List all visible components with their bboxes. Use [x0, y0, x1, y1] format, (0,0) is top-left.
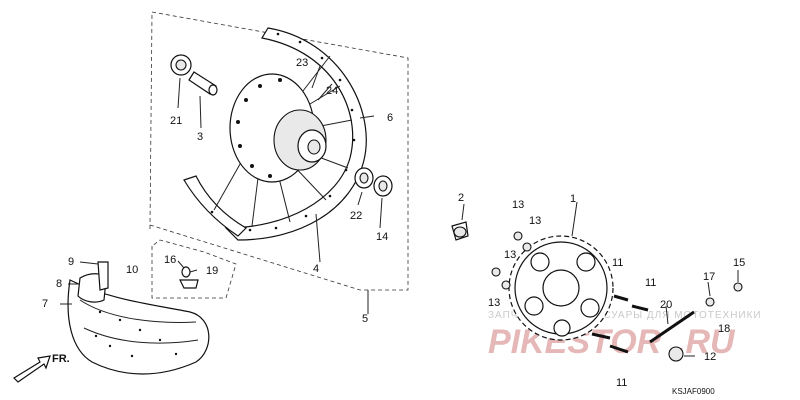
callout-1: 1 [570, 193, 576, 205]
callout-8: 8 [56, 278, 62, 290]
callout-13-d: 13 [488, 297, 500, 309]
callout-4: 4 [313, 263, 319, 275]
callout-13-a: 13 [512, 199, 524, 211]
watermark-domain: .RU [676, 323, 736, 361]
bolts-11 [591, 294, 649, 354]
callout-13-c: 13 [504, 249, 516, 261]
collar-2 [451, 221, 469, 241]
callout-19: 19 [206, 265, 218, 277]
callout-20: 20 [660, 299, 672, 311]
direction-label: FR. [52, 353, 70, 365]
bearing-22 [354, 167, 374, 189]
callout-6: 6 [387, 112, 393, 124]
front-direction-arrow: FR. [13, 353, 70, 383]
wheel-hub [229, 73, 327, 183]
watermark-tagline: ЗАПЧАСТИ И АКСЕССУАРЫ ДЛЯ МОТОТЕХНИКИ [488, 310, 762, 321]
valve-box [151, 239, 237, 299]
callout-7: 7 [42, 298, 48, 310]
rim [183, 27, 367, 241]
callout-17: 17 [703, 271, 715, 283]
callout-13-b: 13 [529, 215, 541, 227]
callout-18: 18 [718, 323, 730, 335]
callout-23: 23 [296, 57, 308, 69]
callout-9: 9 [68, 256, 74, 268]
callout-12: 12 [704, 351, 716, 363]
axle-20 [649, 310, 695, 344]
sprocket-1 [508, 235, 614, 341]
callout-10: 10 [126, 264, 138, 276]
callout-21: 21 [170, 115, 182, 127]
nuts-13 [491, 231, 532, 290]
figure-code: KSJAF0900 [672, 387, 715, 396]
rim-band-9 [97, 261, 109, 291]
leader-lines [60, 65, 739, 357]
bearing-21 [170, 54, 192, 76]
callout-16: 16 [164, 254, 176, 266]
callout-24: 24 [326, 85, 338, 97]
washers-17-15 [705, 282, 743, 307]
callout-14: 14 [376, 231, 388, 243]
callout-3: 3 [197, 131, 203, 143]
callout-15: 15 [733, 257, 745, 269]
callout-2: 2 [458, 192, 464, 204]
callout-22: 22 [350, 210, 362, 222]
callout-5: 5 [362, 313, 368, 325]
callout-11-b: 11 [616, 377, 627, 389]
nut-12 [668, 346, 684, 362]
callout-11-a: 11 [645, 277, 656, 289]
wheel-assembly-outline [149, 11, 409, 291]
dust-seal-14 [373, 175, 393, 197]
spacer-3 [188, 71, 218, 96]
callout-labels: 1 2 3 4 5 6 7 8 9 10 11 11 11 12 13 13 1… [42, 57, 745, 389]
tire-7 [67, 279, 210, 375]
callout-11-c: 11 [612, 257, 623, 269]
